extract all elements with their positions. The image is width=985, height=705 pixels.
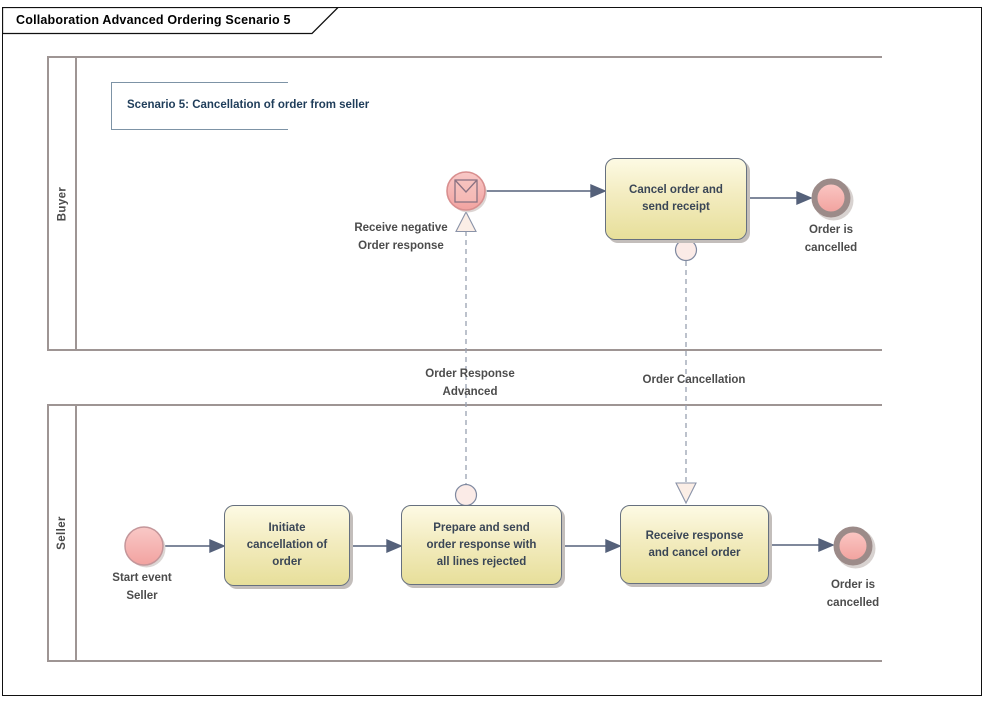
end-event-buyer[interactable]	[811, 178, 854, 221]
task-receive-response-cancel-order[interactable]: Receive response and cancel order	[620, 505, 769, 584]
diagram-title: Collaboration Advanced Ordering Scenario…	[16, 13, 291, 27]
sequence-flow-cancel-task-to-end[interactable]	[745, 190, 813, 206]
end-event-seller[interactable]	[833, 526, 876, 569]
annotation-bracket[interactable]	[111, 82, 288, 130]
sequence-flow-start-to-initiate[interactable]	[163, 538, 226, 554]
message-arrowhead-down	[675, 482, 697, 505]
annotation-text: Scenario 5: Cancellation of order from s…	[127, 99, 370, 111]
pool-seller-label-lane: Seller	[49, 406, 77, 660]
sequence-flow-event-to-cancel-task[interactable]	[485, 183, 607, 199]
diagram-frame	[2, 7, 982, 696]
message-flow-order-cancellation[interactable]	[674, 238, 698, 505]
diagram-title-tab	[2, 7, 340, 35]
sequence-flow-initiate-to-prepare[interactable]	[348, 538, 403, 554]
pool-buyer-label-lane: Buyer	[49, 58, 77, 349]
pool-buyer[interactable]: Buyer	[47, 56, 882, 351]
pool-seller[interactable]: Seller	[47, 404, 882, 662]
envelope-icon	[454, 179, 478, 203]
label-order-is-cancelled-seller: Order is cancelled	[826, 579, 880, 609]
message-arrowhead-up	[455, 210, 477, 233]
start-event-seller[interactable]	[124, 526, 166, 568]
label-start-event-seller: Start event Seller	[112, 572, 172, 602]
label-order-cancellation: Order Cancellation	[642, 374, 746, 386]
sequence-flow-prepare-to-receive[interactable]	[560, 538, 622, 554]
message-source-anchor	[674, 238, 698, 262]
label-receive-negative-order-response: Receive negative Order response	[354, 222, 448, 252]
sequence-flow-receive-to-end[interactable]	[767, 537, 835, 553]
task-cancel-order-send-receipt[interactable]: Cancel order and send receipt	[605, 158, 747, 240]
message-source-anchor	[454, 483, 478, 507]
task-prepare-send-order-response[interactable]: Prepare and send order response with all…	[401, 505, 562, 585]
label-order-is-cancelled-buyer: Order is cancelled	[804, 224, 858, 254]
message-receive-event[interactable]	[446, 171, 487, 213]
task-initiate-cancellation[interactable]: Initiate cancellation of order	[224, 505, 350, 586]
label-order-response-advanced: Order Response Advanced	[425, 368, 515, 398]
message-flow-order-response[interactable]	[454, 210, 478, 507]
